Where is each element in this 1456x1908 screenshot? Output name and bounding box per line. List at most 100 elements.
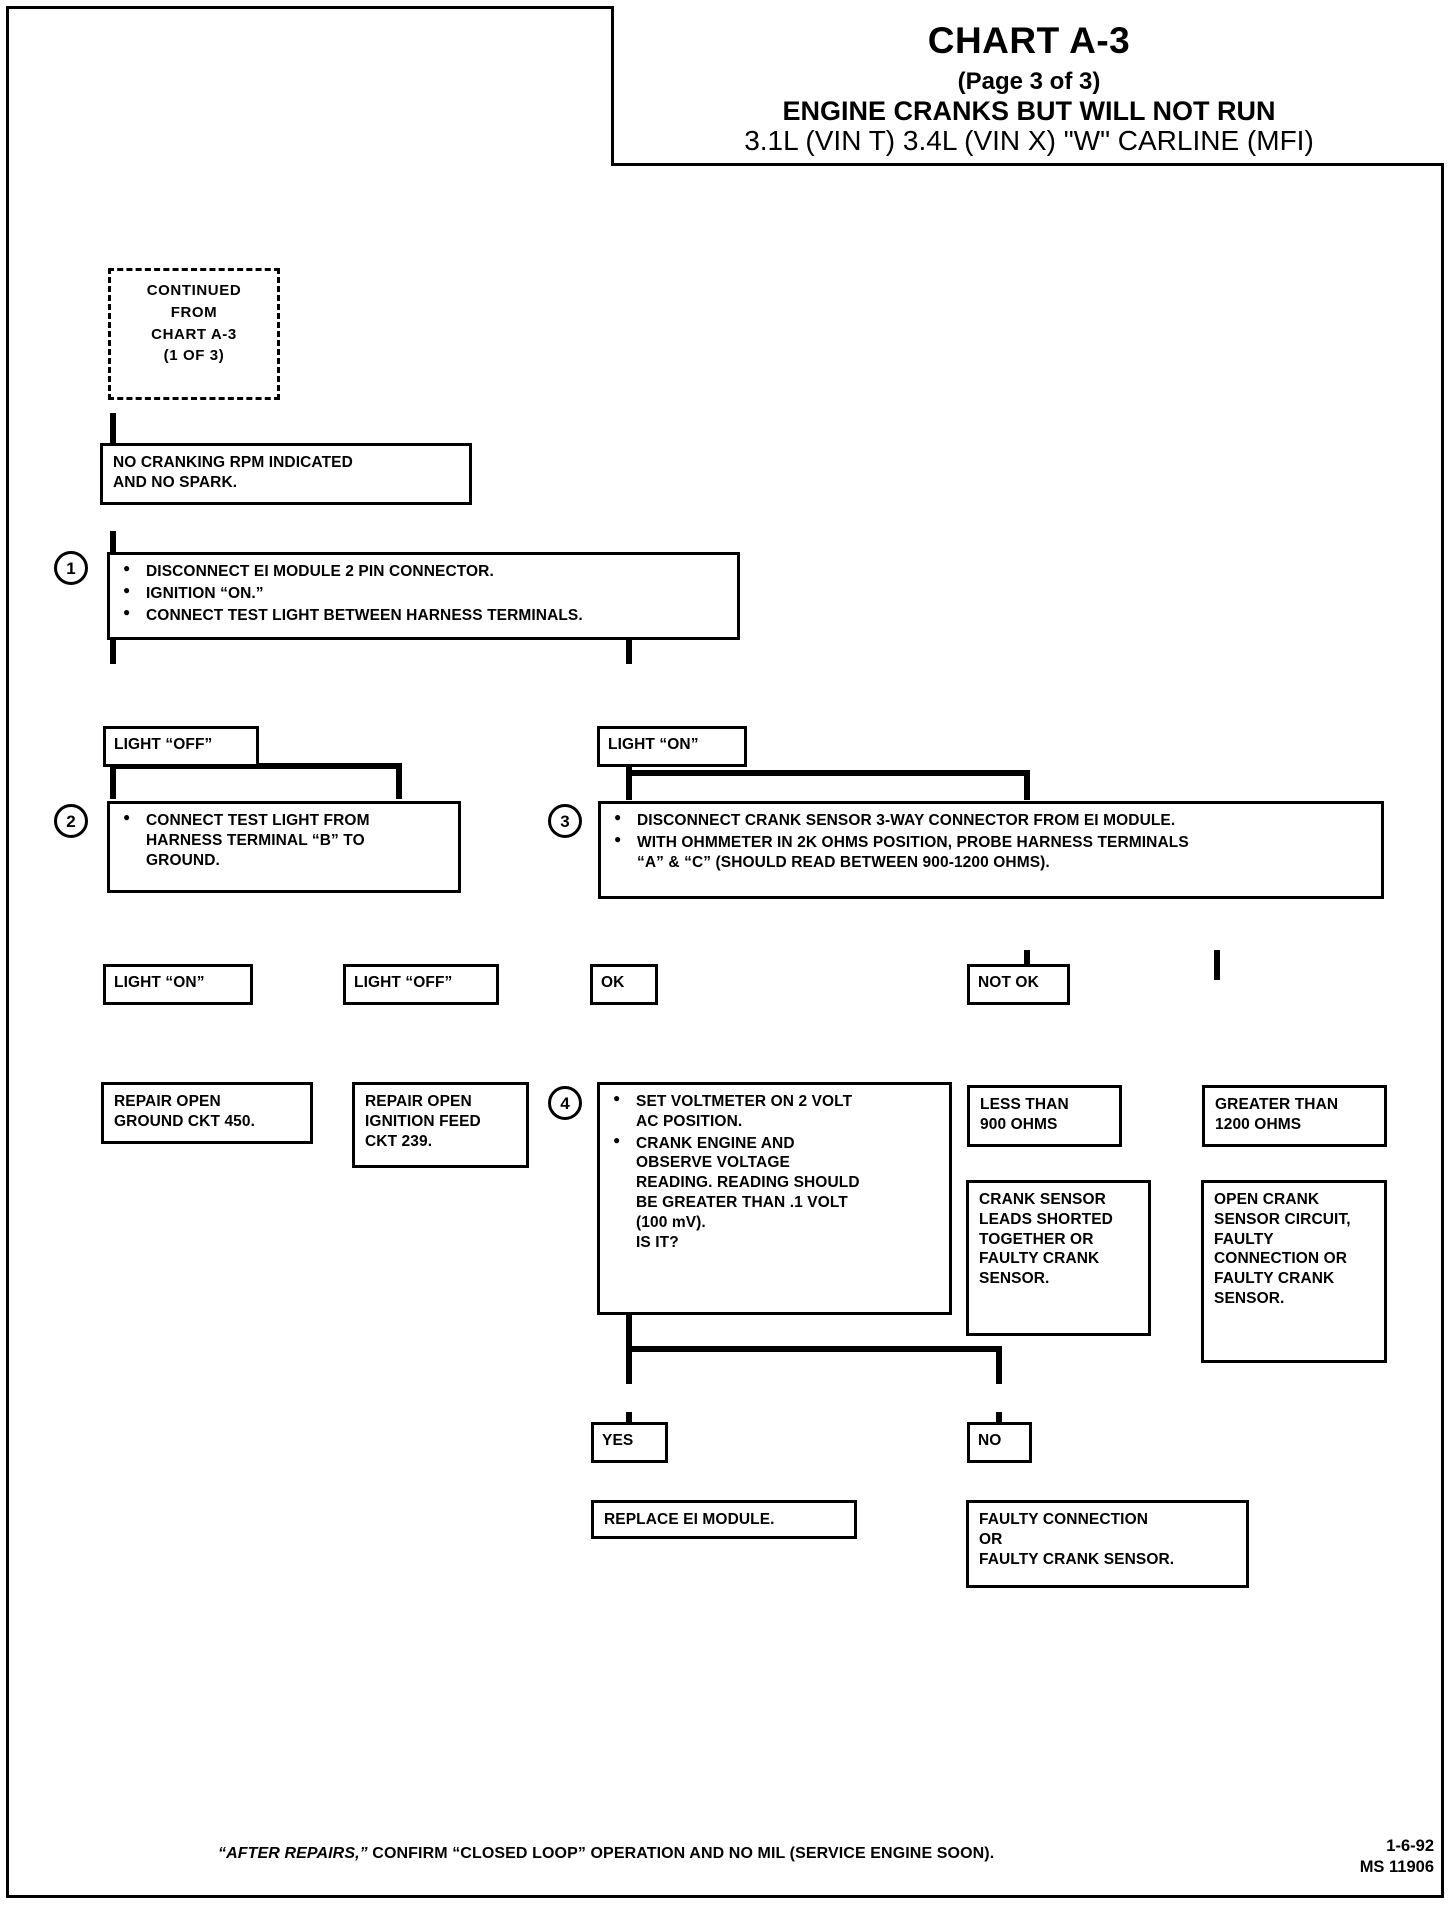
step4-b2-line3: READING. READING SHOULD [636, 1174, 860, 1192]
step4-b2-line4: BE GREATER THAN .1 VOLT [636, 1194, 848, 1212]
step3-bullet-2: WITH OHMMETER IN 2K OHMS POSITION, PROBE… [611, 832, 1372, 873]
open-circuit-line3: FAULTY [1214, 1230, 1274, 1248]
connector-lighton-to-step3 [626, 622, 632, 664]
shorted-line1: CRANK SENSOR [979, 1191, 1106, 1208]
node-faulty-connection: FAULTY CONNECTION OR FAULTY CRANK SENSOR… [966, 1500, 1249, 1588]
node-continued-from: CONTINUED FROM CHART A-3 (1 OF 3) [108, 268, 280, 400]
step2-b1-line1: CONNECT TEST LIGHT FROM [146, 812, 370, 829]
step4-b2-line5: (100 mV). [636, 1213, 706, 1231]
open-circuit-line1: OPEN CRANK [1214, 1191, 1320, 1208]
greater-than-line1: GREATER THAN [1215, 1096, 1339, 1113]
node-yes: YES [591, 1422, 668, 1463]
connector-step2bus-left [110, 763, 116, 799]
connector-step3bus-ok [626, 770, 632, 800]
step2-b1-line3: GROUND. [146, 851, 220, 869]
step4-b1-line1: SET VOLTMETER ON 2 VOLT [636, 1093, 853, 1110]
step2-b1-line2: HARNESS TERMINAL “B” TO [146, 831, 365, 849]
chart-title-block: CHART A-3 (Page 3 of 3) ENGINE CRANKS BU… [611, 6, 1444, 166]
step-number-4: 4 [548, 1086, 582, 1120]
footer-note-rest: CONFIRM “CLOSED LOOP” OPERATION AND NO M… [367, 1845, 995, 1862]
open-circuit-line6: SENSOR. [1214, 1290, 1285, 1308]
node-light-off-2: LIGHT “OFF” [343, 964, 499, 1005]
connector-step2bus-right [396, 763, 402, 799]
step1-bullet-1: DISCONNECT EI MODULE 2 PIN CONNECTOR. [120, 561, 728, 582]
step2-bullet-1: CONNECT TEST LIGHT FROM HARNESS TERMINAL… [120, 810, 449, 870]
open-circuit-line5: FAULTY CRANK [1214, 1270, 1335, 1288]
less-than-line2: 900 OHMS [980, 1115, 1058, 1133]
shorted-line2: LEADS SHORTED [979, 1210, 1113, 1228]
footer-note: “AFTER REPAIRS,” CONFIRM “CLOSED LOOP” O… [218, 1845, 994, 1863]
shorted-line5: SENSOR. [979, 1270, 1050, 1288]
step4-b2-line6: IS IT? [636, 1233, 679, 1251]
connector-greaterthan-to-open [1214, 950, 1220, 980]
repair-ignition-line1: REPAIR OPEN [365, 1093, 472, 1110]
less-than-line1: LESS THAN [980, 1096, 1069, 1113]
step4-b2-line1: CRANK ENGINE AND [636, 1134, 795, 1152]
node-light-off-1: LIGHT “OFF” [103, 726, 259, 767]
footer-ms-number: MS 11906 [1359, 1857, 1434, 1876]
step4-b1-line2: AC POSITION. [636, 1112, 743, 1130]
step4-b2-line2: OBSERVE VOLTAGE [636, 1154, 790, 1172]
step4-bullet-1: SET VOLTMETER ON 2 VOLT AC POSITION. [610, 1091, 940, 1132]
node-shorted-leads: CRANK SENSOR LEADS SHORTED TOGETHER OR F… [966, 1180, 1151, 1336]
faulty-line1: FAULTY CONNECTION [979, 1511, 1149, 1528]
node-light-on-2: LIGHT “ON” [103, 964, 253, 1005]
node-step3: DISCONNECT CRANK SENSOR 3-WAY CONNECTOR … [598, 801, 1384, 899]
node-light-on-1: LIGHT “ON” [597, 726, 747, 767]
connector-step3bus-notok [1024, 770, 1030, 800]
step1-bullet-2: IGNITION “ON.” [120, 583, 728, 604]
step4-bullet-2: CRANK ENGINE AND OBSERVE VOLTAGE READING… [610, 1133, 940, 1253]
continued-line2: FROM [170, 303, 218, 321]
chart-subtitle-primary: ENGINE CRANKS BUT WILL NOT RUN [782, 96, 1276, 127]
node-replace-module: REPLACE EI MODULE. [591, 1500, 857, 1539]
symptom-line2: AND NO SPARK. [113, 473, 238, 491]
symptom-line1: NO CRANKING RPM INDICATED [113, 454, 353, 471]
step3-b2-line2: “A” & “C” (SHOULD READ BETWEEN 900-1200 … [637, 853, 1050, 871]
chart-title: CHART A-3 [927, 20, 1131, 61]
step-number-2: 2 [54, 804, 88, 838]
node-step1: DISCONNECT EI MODULE 2 PIN CONNECTOR. IG… [107, 552, 740, 640]
open-circuit-line2: SENSOR CIRCUIT, [1214, 1210, 1351, 1228]
greater-than-line2: 1200 OHMS [1215, 1115, 1302, 1133]
node-greater-than-1200: GREATER THAN 1200 OHMS [1202, 1085, 1387, 1147]
node-not-ok: NOT OK [967, 964, 1070, 1005]
node-step4: SET VOLTMETER ON 2 VOLT AC POSITION. CRA… [597, 1082, 952, 1315]
node-no: NO [967, 1422, 1032, 1463]
step-number-3: 3 [548, 804, 582, 838]
connector-step3-bus [626, 770, 1030, 776]
connector-step4-down [626, 1312, 632, 1352]
continued-line4: (1 OF 3) [163, 347, 225, 365]
node-less-than-900: LESS THAN 900 OHMS [967, 1085, 1122, 1147]
shorted-line4: FAULTY CRANK [979, 1250, 1100, 1268]
connector-step1-down [110, 531, 116, 563]
repair-ground-line1: REPAIR OPEN [114, 1093, 221, 1110]
node-open-circuit: OPEN CRANK SENSOR CIRCUIT, FAULTY CONNEC… [1201, 1180, 1387, 1363]
faulty-line2: OR [979, 1530, 1003, 1548]
node-ok: OK [590, 964, 658, 1005]
node-repair-ground: REPAIR OPEN GROUND CKT 450. [101, 1082, 313, 1144]
connector-lightoff-to-step2 [110, 622, 116, 664]
connector-yesno-bus [626, 1346, 1002, 1352]
chart-page-label: (Page 3 of 3) [957, 67, 1101, 95]
step3-bullet-1: DISCONNECT CRANK SENSOR 3-WAY CONNECTOR … [611, 810, 1372, 831]
footer-note-italic: “AFTER REPAIRS,” [218, 1845, 368, 1862]
repair-ground-line2: GROUND CKT 450. [114, 1112, 256, 1130]
node-step2: CONNECT TEST LIGHT FROM HARNESS TERMINAL… [107, 801, 461, 893]
chart-subtitle-engine: 3.1L (VIN T) 3.4L (VIN X) "W" CARLINE (M… [744, 125, 1314, 157]
step-number-1: 1 [54, 551, 88, 585]
node-symptom: NO CRANKING RPM INDICATED AND NO SPARK. [100, 443, 472, 505]
repair-ignition-line2: IGNITION FEED [365, 1112, 481, 1130]
footer-document-code: 1-6-92 MS 11906 [1360, 1836, 1434, 1877]
shorted-line3: TOGETHER OR [979, 1230, 1094, 1248]
continued-line3: CHART A-3 [151, 325, 237, 343]
step1-bullet-3: CONNECT TEST LIGHT BETWEEN HARNESS TERMI… [120, 605, 728, 626]
connector-symptom-to-step1 [110, 413, 116, 458]
footer-date: 1-6-92 [1386, 1837, 1434, 1855]
step3-b2-line1: WITH OHMMETER IN 2K OHMS POSITION, PROBE… [637, 833, 1189, 851]
node-repair-ignition: REPAIR OPEN IGNITION FEED CKT 239. [352, 1082, 529, 1168]
connector-bus-to-yes [626, 1346, 632, 1384]
continued-line1: CONTINUED [146, 282, 242, 299]
open-circuit-line4: CONNECTION OR [1214, 1250, 1348, 1268]
connector-bus-to-no [996, 1346, 1002, 1384]
